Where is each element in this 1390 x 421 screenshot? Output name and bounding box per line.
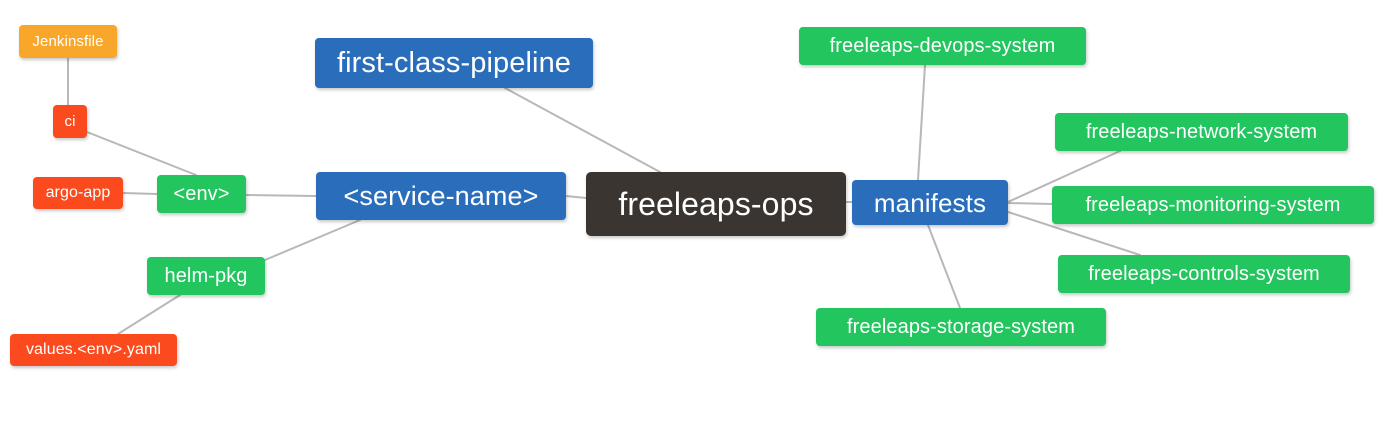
node-first-class-pipeline[interactable]: first-class-pipeline: [315, 38, 593, 88]
edge-values-env-yaml-to-helm-pkg: [117, 294, 181, 335]
node-env[interactable]: <env>: [157, 175, 246, 213]
edge-service-name-to-freeleaps-ops: [565, 195, 587, 199]
edge-manifests-to-freeleaps-storage-system: [927, 224, 961, 309]
node-freeleaps-network-system[interactable]: freeleaps-network-system: [1055, 113, 1348, 151]
node-label: argo-app: [45, 184, 111, 201]
node-label: values.<env>.yaml: [25, 341, 162, 358]
node-label: helm-pkg: [164, 265, 248, 287]
node-manifests[interactable]: manifests: [852, 180, 1008, 225]
node-freeleaps-controls-system[interactable]: freeleaps-controls-system: [1058, 255, 1350, 293]
node-helm-pkg[interactable]: helm-pkg: [147, 257, 265, 295]
node-freeleaps-monitoring-system[interactable]: freeleaps-monitoring-system: [1052, 186, 1374, 224]
edge-manifests-to-freeleaps-monitoring-system: [1007, 202, 1053, 205]
node-label: freeleaps-controls-system: [1088, 263, 1320, 285]
node-argo-app[interactable]: argo-app: [33, 177, 123, 209]
node-label: <service-name>: [343, 180, 539, 211]
node-label: first-class-pipeline: [336, 46, 572, 79]
node-service-name[interactable]: <service-name>: [316, 172, 566, 220]
edge-helm-pkg-to-service-name: [264, 219, 361, 261]
node-label: Jenkinsfile: [32, 33, 104, 50]
node-label: freeleaps-network-system: [1085, 121, 1318, 143]
node-freeleaps-ops[interactable]: freeleaps-ops: [586, 172, 846, 236]
node-label: ci: [64, 113, 76, 130]
node-freeleaps-storage-system[interactable]: freeleaps-storage-system: [816, 308, 1106, 346]
node-label: freeleaps-ops: [618, 186, 814, 222]
edge-first-class-pipeline-to-freeleaps-ops: [504, 87, 661, 173]
edge-argo-app-to-env: [122, 192, 158, 195]
edge-ci-to-env: [86, 131, 197, 176]
node-label: freeleaps-monitoring-system: [1085, 194, 1341, 216]
node-label: manifests: [873, 187, 987, 218]
node-values-env-yaml[interactable]: values.<env>.yaml: [10, 334, 177, 366]
node-ci[interactable]: ci: [53, 105, 87, 138]
node-label: freeleaps-devops-system: [829, 35, 1056, 57]
node-label: freeleaps-storage-system: [846, 316, 1076, 338]
edge-manifests-to-freeleaps-devops-system: [917, 64, 926, 181]
node-freeleaps-devops-system[interactable]: freeleaps-devops-system: [799, 27, 1086, 65]
node-label: <env>: [173, 183, 230, 205]
edge-env-to-service-name: [245, 194, 317, 197]
node-jenkinsfile[interactable]: Jenkinsfile: [19, 25, 117, 58]
